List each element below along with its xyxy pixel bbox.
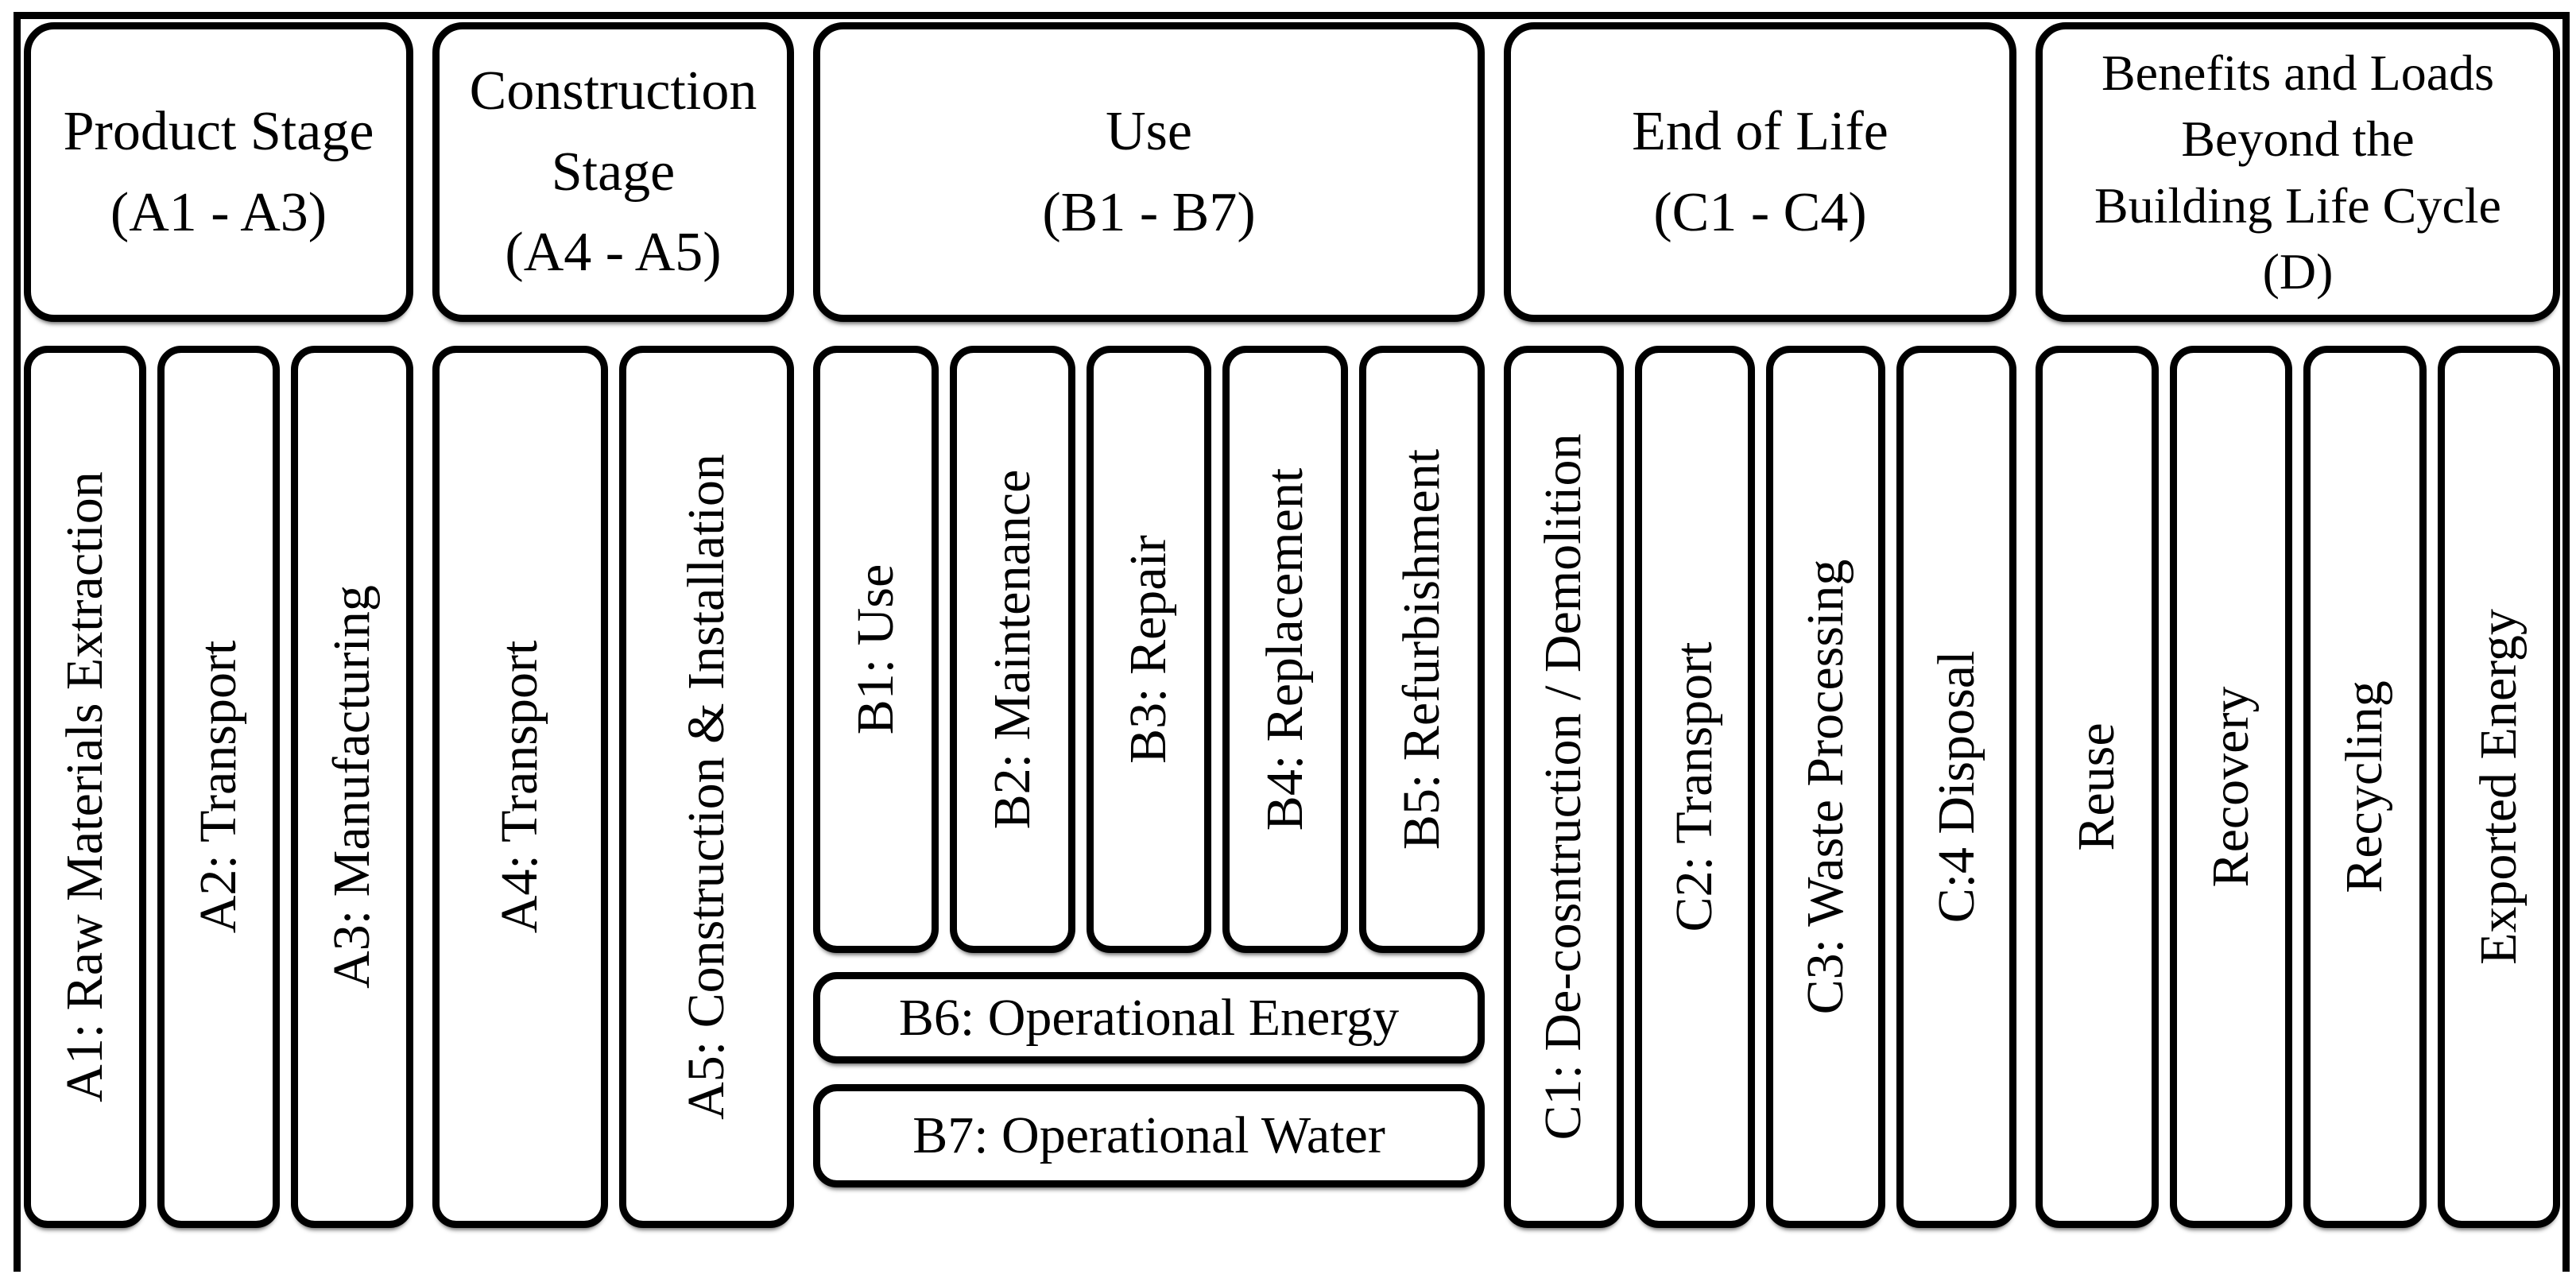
outer-border (14, 12, 2570, 1272)
product-stage-columns: A1: Raw Materials Extraction A2: Transpo… (24, 346, 413, 1228)
stage-box-a1: A1: Raw Materials Extraction (24, 346, 146, 1228)
group-benefits-and-loads: Benefits and Loads Beyond the Building L… (2036, 22, 2560, 1228)
stage-box-exported-energy: Exported Energy (2437, 346, 2560, 1228)
stage-label-a4: A4: Transport (490, 640, 549, 934)
group-header-benefits-and-loads: Benefits and Loads Beyond the Building L… (2036, 22, 2560, 322)
stage-label-b7: B7: Operational Water (912, 1106, 1385, 1164)
stage-box-recycling: Recycling (2303, 346, 2427, 1228)
end-of-life-columns: C1: De-cosntruction / Demolition C2: Tra… (1504, 346, 2016, 1228)
stage-label-a3: A3: Manufacturing (323, 585, 381, 989)
stage-box-b4: B4: Replacement (1222, 346, 1349, 953)
stage-label-a5: A5: Construction & Installation (676, 454, 735, 1120)
stage-box-c3: C3: Waste Processing (1765, 346, 1886, 1228)
stage-box-b5: B5: Refurbishment (1359, 346, 1485, 953)
group-header-product-stage: Product Stage (A1 - A3) (24, 22, 413, 322)
group-header-end-of-life: End of Life (C1 - C4) (1504, 22, 2016, 322)
stage-label-exported-energy: Exported Energy (2469, 609, 2528, 965)
stage-box-b1: B1: Use (813, 346, 939, 953)
stage-box-c1: C1: De-cosntruction / Demolition (1504, 346, 1624, 1228)
stage-label-b2: B2: Maintenance (982, 469, 1041, 830)
stage-label-c2: C2: Transport (1665, 641, 1724, 932)
group-end-of-life: End of Life (C1 - C4) C1: De-cosntructio… (1504, 22, 2016, 1228)
stage-box-b6: B6: Operational Energy (813, 972, 1485, 1063)
stage-box-reuse: Reuse (2036, 346, 2159, 1228)
group-construction-stage: Construction Stage (A4 - A5) A4: Transpo… (432, 22, 794, 1228)
stage-box-a4: A4: Transport (432, 346, 608, 1228)
stage-label-b1: B1: Use (846, 564, 905, 735)
stage-label-b5: B5: Refurbishment (1393, 448, 1451, 850)
group-header-construction-stage: Construction Stage (A4 - A5) (432, 22, 794, 322)
stage-box-b2: B2: Maintenance (949, 346, 1075, 953)
stage-box-c4: C:4 Disposal (1896, 346, 2016, 1228)
stage-label-c4: C:4 Disposal (1927, 650, 1985, 924)
stage-box-b3: B3: Repair (1086, 346, 1212, 953)
stage-label-recycling: Recycling (2335, 680, 2394, 893)
stage-label-reuse: Reuse (2067, 722, 2126, 851)
lca-stages-diagram: Product Stage (A1 - A3) A1: Raw Material… (24, 22, 2560, 1228)
stage-box-b7: B7: Operational Water (813, 1084, 1485, 1187)
stage-box-recovery: Recovery (2169, 346, 2292, 1228)
stage-box-a2: A2: Transport (157, 346, 280, 1228)
stage-box-a5: A5: Construction & Installation (618, 346, 794, 1228)
stage-label-b3: B3: Repair (1119, 535, 1178, 764)
stage-label-b6: B6: Operational Energy (898, 988, 1400, 1047)
stage-box-c2: C2: Transport (1634, 346, 1755, 1228)
stage-label-c1: C1: De-cosntruction / Demolition (1534, 433, 1593, 1141)
stage-label-recovery: Recovery (2201, 686, 2260, 888)
group-use: Use (B1 - B7) B1: Use B2: Maintenance B3… (813, 22, 1485, 1228)
stage-label-c3: C3: Waste Processing (1795, 559, 1854, 1015)
stage-label-b4: B4: Replacement (1256, 467, 1315, 831)
benefits-columns: Reuse Recovery Recycling Exported Energy (2036, 346, 2560, 1228)
use-columns: B1: Use B2: Maintenance B3: Repair B4: R… (813, 346, 1485, 953)
stage-label-a2: A2: Transport (189, 640, 247, 934)
stage-box-a3: A3: Manufacturing (291, 346, 413, 1228)
group-product-stage: Product Stage (A1 - A3) A1: Raw Material… (24, 22, 413, 1228)
group-header-use: Use (B1 - B7) (813, 22, 1485, 322)
construction-stage-columns: A4: Transport A5: Construction & Install… (432, 346, 794, 1228)
stage-label-a1: A1: Raw Materials Extraction (56, 471, 114, 1102)
